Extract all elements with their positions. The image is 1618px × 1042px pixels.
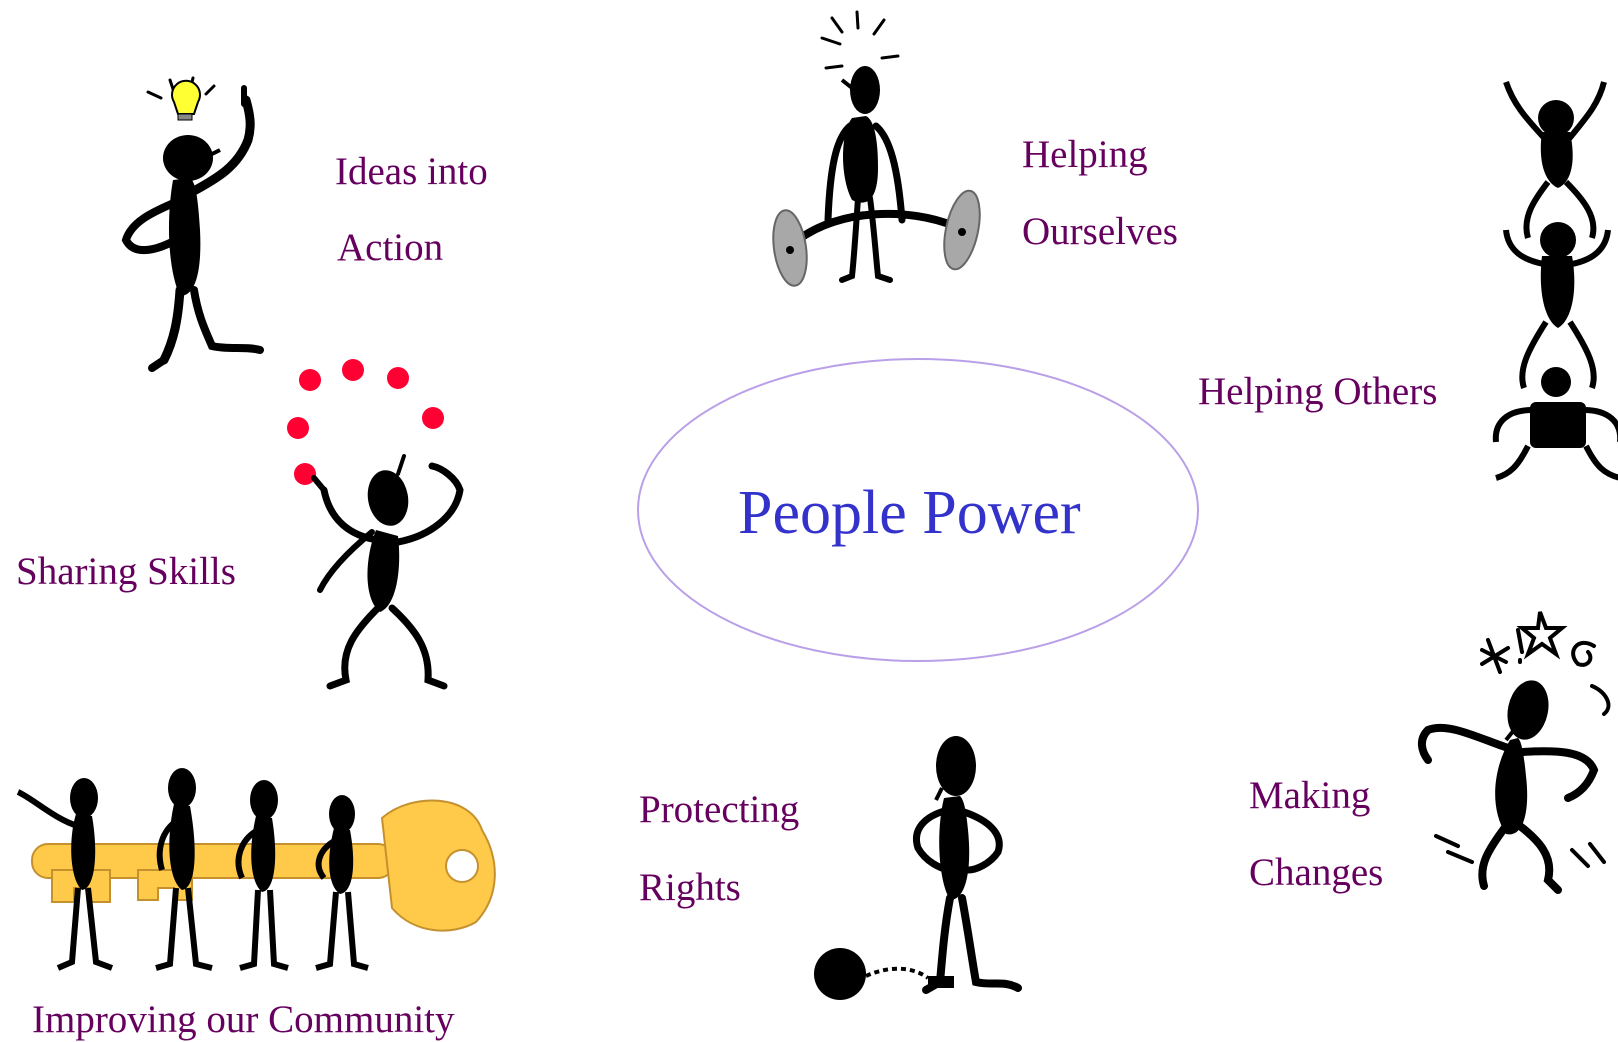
juggling-balls-icon <box>287 359 444 485</box>
weightlifter-icon <box>772 10 981 287</box>
ideas-into-action-label-line1: Ideas into <box>335 150 488 193</box>
helping-ourselves-label-line2: Ourselves <box>1022 210 1178 253</box>
helping-others-label: Helping Others <box>1198 370 1438 413</box>
protecting-rights-label-line2: Rights <box>639 866 741 909</box>
human-pyramid-icon <box>1492 81 1618 481</box>
center-title: People Power <box>738 479 1081 547</box>
improving-community-label: Improving our Community <box>32 998 455 1041</box>
ideas-into-action-label-line2: Action <box>337 226 444 269</box>
lightbulb-icon <box>171 79 201 121</box>
helping-ourselves-label-line1: Helping <box>1022 133 1148 176</box>
making-changes-label-line2: Changes <box>1249 851 1384 894</box>
ball-and-chain-figure-icon <box>814 736 1022 1000</box>
key-team-icon <box>16 768 496 971</box>
idea-figure-icon <box>121 76 264 372</box>
frustrated-figure-icon <box>1418 611 1611 894</box>
barbell-icon <box>772 189 981 287</box>
sharing-skills-label: Sharing Skills <box>16 550 236 593</box>
juggler-icon <box>287 359 464 690</box>
making-changes-label-line1: Making <box>1249 774 1371 817</box>
protecting-rights-label-line1: Protecting <box>639 788 800 831</box>
